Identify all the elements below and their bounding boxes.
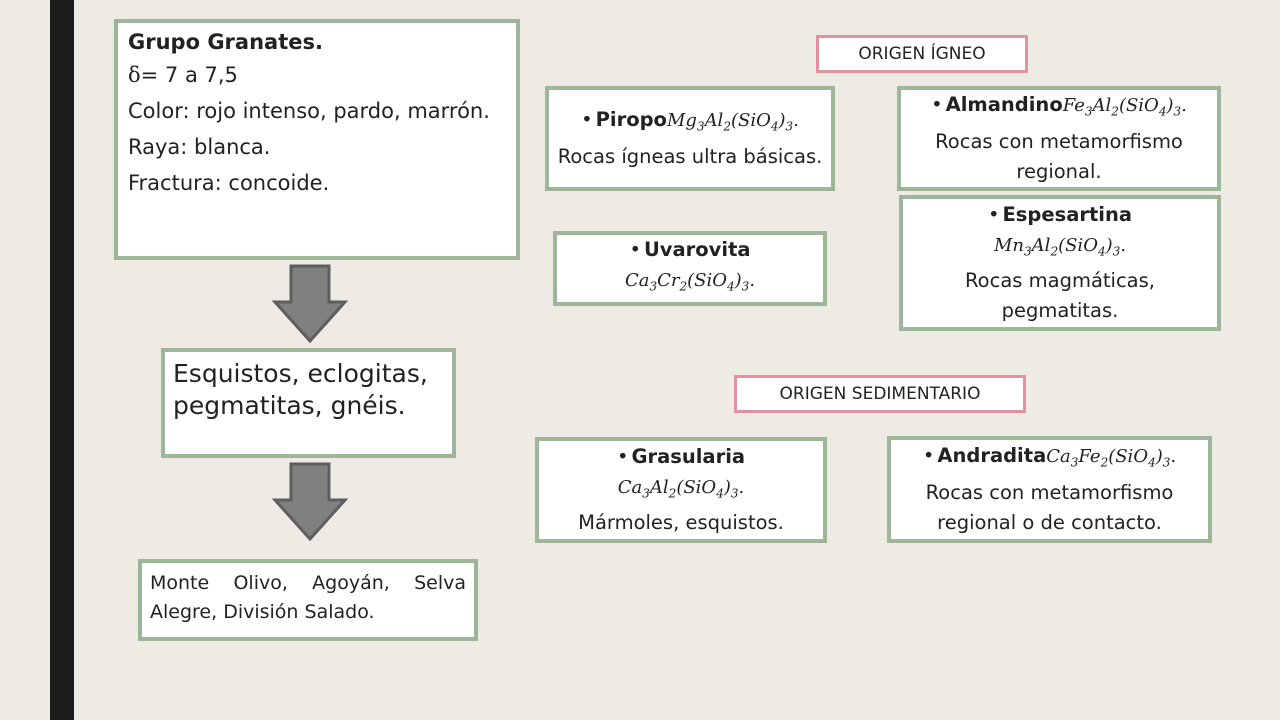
mineral-card-andradita: •AndraditaCa3Fe2(SiO4)3. Rocas con metam…: [887, 436, 1212, 543]
mineral-name: Andradita: [937, 444, 1047, 468]
density-value: = 7 a 7,5: [140, 63, 238, 87]
left-accent-bar: [50, 0, 74, 720]
mineral-description: Rocas con metamorfismo regional.: [935, 129, 1183, 183]
down-arrow-2-icon: [272, 462, 348, 542]
garnet-group-box: Grupo Granates. δ= 7 a 7,5 Color: rojo i…: [114, 19, 520, 260]
mineral-name: Almandino: [945, 93, 1063, 117]
group-title: Grupo Granates.: [128, 30, 323, 54]
mineral-card-espesartina: •Espesartina Mn3Al2(SiO4)3. Rocas magmát…: [899, 195, 1221, 331]
mineral-name: Espesartina: [1002, 202, 1133, 226]
mineral-formula: Ca3Cr2(SiO4)3.: [624, 270, 756, 294]
mineral-formula: Fe3Al2(SiO4)3.: [1062, 95, 1187, 119]
mineral-card-piropo: •PiropoMg3Al2(SiO4)3. Rocas ígneas ultra…: [545, 86, 835, 191]
mineral-card-uvarovita: •Uvarovita Ca3Cr2(SiO4)3.: [553, 231, 827, 306]
mineral-description: Mármoles, esquistos.: [578, 511, 784, 535]
host-rocks-box: Esquistos, eclogitas, pegmatitas, gnéis.: [161, 348, 456, 458]
mineral-name: Uvarovita: [643, 238, 751, 262]
down-arrow-1-icon: [272, 264, 348, 344]
locations-box: Monte Olivo, Agoyán, Selva Alegre, Divis…: [138, 559, 478, 641]
mineral-description: Rocas con metamorfismo regional o de con…: [925, 480, 1174, 534]
mineral-formula: Ca3Fe2(SiO4)3.: [1046, 446, 1177, 470]
sedimentary-origin-tag: ORIGEN SEDIMENTARIO: [734, 375, 1026, 413]
density-line: δ= 7 a 7,5: [128, 64, 506, 87]
fracture-line: Fractura: concoide.: [128, 171, 330, 195]
mineral-name: Grasularia: [631, 444, 746, 468]
mineral-card-grasularia: •Grasularia Ca3Al2(SiO4)3. Mármoles, esq…: [535, 437, 827, 543]
mineral-card-almandino: •AlmandinoFe3Al2(SiO4)3. Rocas con metam…: [897, 86, 1221, 191]
mineral-formula: Mg3Al2(SiO4)3.: [666, 110, 799, 134]
igneous-origin-tag: ORIGEN ÍGNEO: [816, 35, 1028, 73]
streak-line: Raya: blanca.: [128, 135, 271, 159]
mineral-name: Piropo: [595, 108, 667, 132]
mineral-description: Rocas ígneas ultra básicas.: [557, 144, 823, 168]
density-symbol: δ: [128, 63, 141, 87]
color-line: Color: rojo intenso, pardo, marrón.: [128, 99, 490, 123]
mineral-formula: Ca3Al2(SiO4)3.: [617, 476, 745, 501]
mineral-description: Rocas magmáticas, pegmatitas.: [965, 269, 1155, 323]
mineral-formula: Mn3Al2(SiO4)3.: [994, 234, 1126, 259]
